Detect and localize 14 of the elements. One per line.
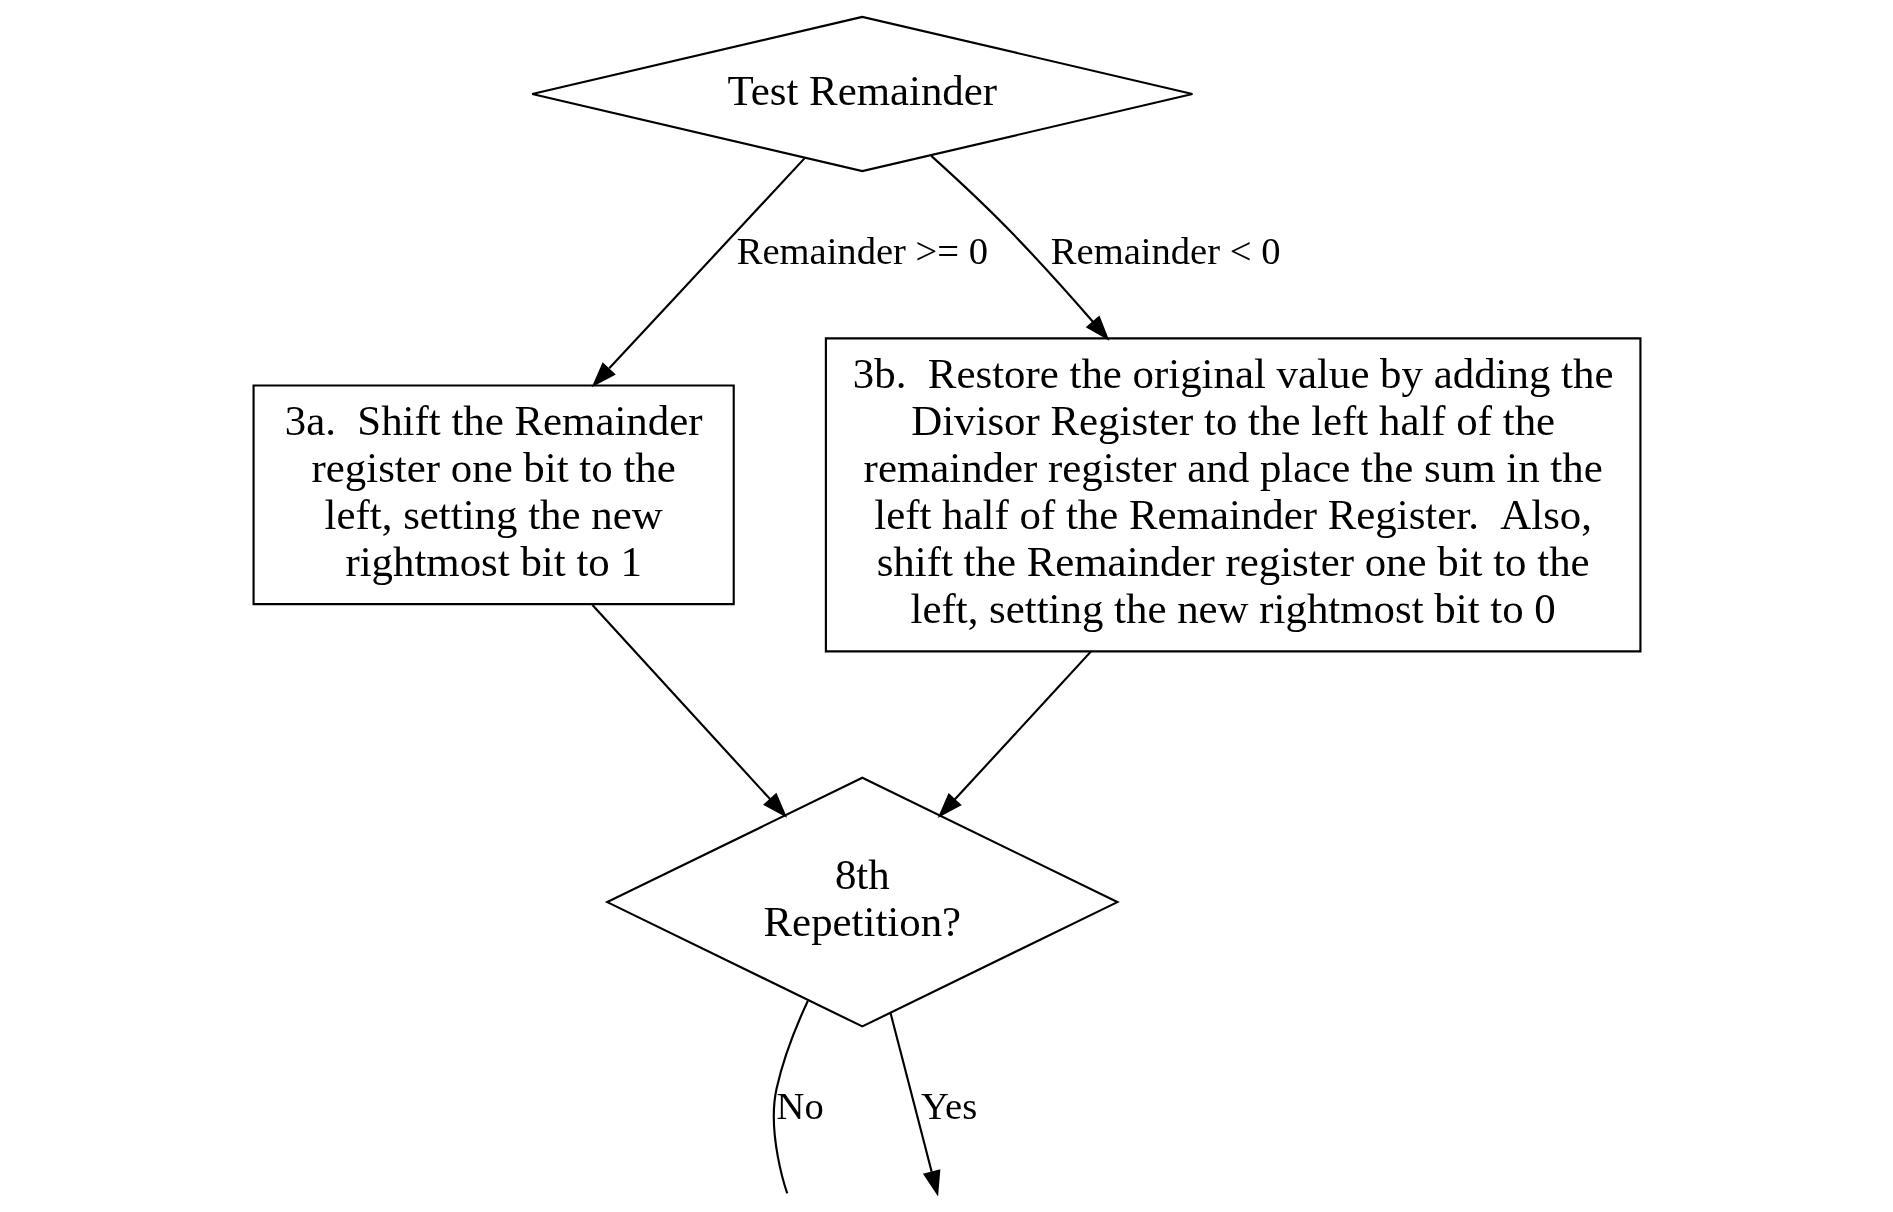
arrow — [591, 157, 805, 388]
node-diamond: Test Remainder — [530, 15, 1193, 173]
node-box: 3a. Shift the Remainder register one bit to the left, setting the new rightmost bit to 1 — [252, 384, 735, 606]
arrow — [930, 155, 1109, 341]
edge-label: Yes — [920, 1085, 977, 1128]
arrow — [937, 650, 1092, 818]
arrow — [591, 604, 787, 818]
connector — [772, 1000, 809, 1194]
node-diamond: 8th Repetition? — [604, 776, 1120, 1028]
edge-label: Remainder < 0 — [1050, 230, 1280, 273]
arrow — [888, 1012, 940, 1197]
edge-label: Remainder >= 0 — [736, 230, 988, 273]
node-box: 3b. Restore the original value by adding the Divisor Register to the left half of the remainder register and place the sum in the left half of the Remainder Register. Also, shift the Remainder register one bit to the left, setting the new rightmost bit to 0 — [824, 337, 1641, 653]
edge-label: No — [776, 1085, 824, 1128]
